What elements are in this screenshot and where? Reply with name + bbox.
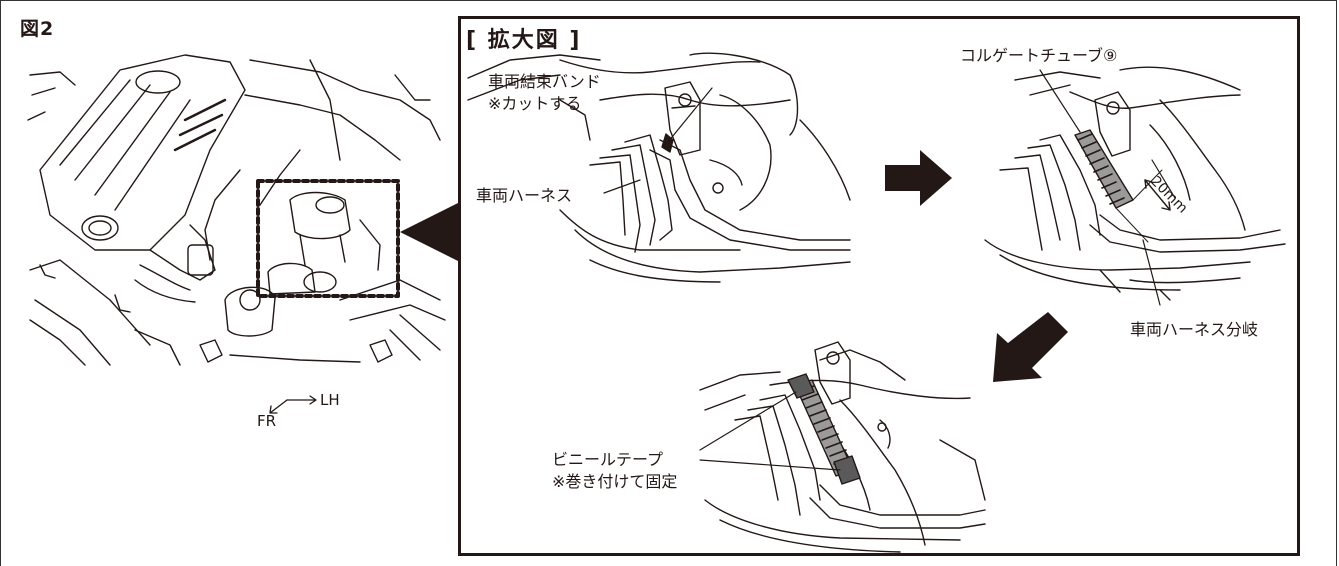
callout-pointer <box>400 202 460 262</box>
engine-bay-illustration <box>27 54 446 366</box>
label-binding-band: 車両結束バンド <box>488 72 601 91</box>
right-arrow <box>885 150 952 206</box>
label-binding-band-note: ※カットする <box>488 94 582 113</box>
direction-lh: LH <box>320 391 340 409</box>
figure-label: 図2 <box>20 18 55 40</box>
enlarged-view-before <box>467 52 851 283</box>
label-harness-branch: 車両ハーネス分岐 <box>1130 320 1259 339</box>
enlarged-view-after <box>984 66 1286 301</box>
down-left-arrow <box>993 312 1068 382</box>
label-vinyl-tape: ビニールテープ <box>552 450 664 469</box>
label-corrugate-tube: コルゲートチューブ⑨ <box>960 46 1118 65</box>
enlarged-view-taped <box>699 341 986 553</box>
enlarged-view-title: [ 拡大図 ] <box>466 28 582 53</box>
label-vinyl-tape-note: ※巻き付けて固定 <box>552 472 678 491</box>
label-vehicle-harness: 車両ハーネス <box>476 186 573 205</box>
region-indicator <box>256 179 400 298</box>
direction-fr: FR <box>257 412 277 430</box>
enlarged-view-frame <box>458 16 1300 556</box>
